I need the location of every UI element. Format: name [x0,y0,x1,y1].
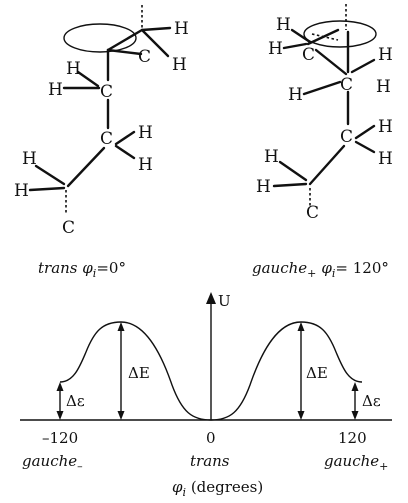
y-axis-arrow [206,292,216,304]
caption-subscript: i [332,267,336,280]
bond [140,26,172,32]
arrowhead [297,322,305,331]
gauche-molecule: H H C H H C H C H H H H C gauche+ φi= 120… [252,4,393,280]
atom-h: H [138,123,153,143]
arrowhead [351,411,359,420]
bond [106,28,144,52]
caption-word: trans [38,259,78,277]
tick-label: 0 [206,429,216,447]
bond [350,58,376,74]
atom-h: H [264,147,279,167]
atom-h: H [288,85,303,105]
state-subscript: – [77,460,83,473]
atom-h: H [48,80,63,100]
potential-curve [59,321,363,421]
atom-h: H [256,177,271,197]
atom-h: H [66,59,81,79]
atom-h: H [138,155,153,175]
atom-h: H [376,77,391,97]
rotation-ellipse [303,20,377,48]
state-label-trans: trans [190,452,230,470]
bond [114,130,136,146]
rotation-ellipse [63,23,137,53]
atom-h: H [378,45,393,65]
bond [106,48,143,56]
atom-h: H [276,15,291,35]
arrowhead [351,382,359,391]
bond [354,140,376,154]
bond [306,28,340,46]
bond [28,186,66,192]
caption-value: = 120° [335,259,388,277]
caption-subscript: i [93,267,97,280]
caption-word: gauche [252,259,307,277]
atom-c: C [340,75,353,95]
state-label-gauche-plus: gauche+ [324,452,388,473]
atom-c: C [302,45,315,65]
caption-angle: φ [82,259,93,277]
state-name: gauche [324,452,379,470]
bond [114,144,136,160]
state-name: gauche [22,452,77,470]
gap-label: Δε [66,392,85,410]
atom-c: C [100,129,113,149]
bond [311,33,339,41]
bond [76,70,100,88]
tick-label: –120 [42,429,78,447]
bond [290,28,312,44]
bond [282,42,308,50]
bond [308,144,346,186]
atom-h: H [14,181,29,201]
state-label-gauche-minus: gauche– [22,452,83,473]
atom-h: H [174,19,189,39]
x-axis-units: (degrees) [186,478,263,496]
caption-angle: φ [321,259,332,277]
bond [278,160,308,182]
gauche-caption: gauche+ φi= 120° [252,259,389,280]
trans-caption: trans φi=0° [38,259,126,280]
bond [354,124,376,140]
barrier-label: ΔE [306,364,328,382]
atom-h: H [378,149,393,169]
trans-molecule: H H C H H C C H H H H C trans φi=0° [14,5,189,280]
atom-c: C [340,127,353,147]
bond [314,48,348,76]
atom-h: H [268,39,283,59]
arrowhead [56,411,64,420]
arrowhead [56,382,64,391]
gap-label: Δε [362,392,381,410]
y-axis-label: U [218,292,231,310]
atom-h: H [172,55,187,75]
x-axis-title: φi (degrees) [172,478,263,499]
atom-c: C [306,203,319,223]
atom-c: C [100,82,113,102]
bond [302,80,342,96]
bond [34,164,66,186]
atom-c: C [62,218,75,238]
atom-h: H [22,149,37,169]
x-axis-symbol: φ [172,478,183,496]
caption-value: =0° [96,259,126,277]
state-subscript: + [379,460,388,473]
tick-label: 120 [338,429,367,447]
bond [66,146,106,188]
barrier-label: ΔE [128,364,150,382]
arrowhead [117,322,125,331]
x-axis-subscript: i [183,486,187,499]
arrowhead [297,411,305,420]
bond [272,182,308,188]
energy-profile: U ΔE ΔE Δε Δε –120 0 120 gauche– trans g… [20,292,392,499]
atom-h: H [378,117,393,137]
bond [140,28,170,58]
atom-c: C [138,47,151,67]
arrowhead [117,411,125,420]
caption-word-subscript: + [307,267,316,280]
